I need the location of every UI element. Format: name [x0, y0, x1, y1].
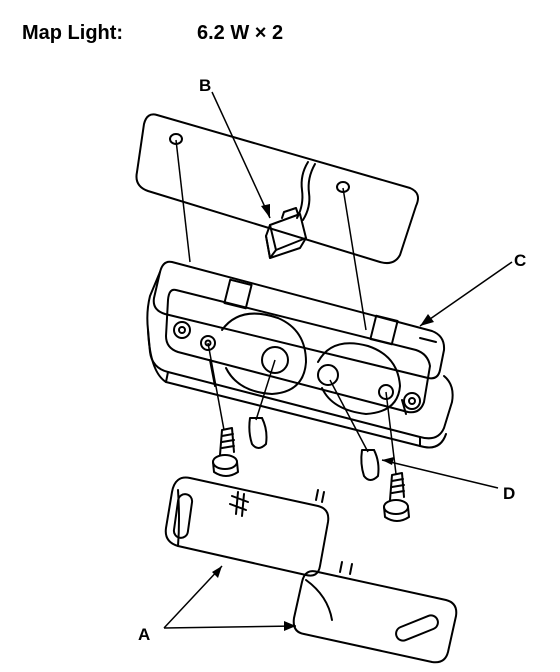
callout-b: B: [199, 76, 211, 95]
reflector-right: [317, 342, 401, 415]
mounting-plate: [135, 113, 419, 265]
assembly-lines: [163, 91, 513, 629]
callout-d: D: [503, 484, 515, 503]
housing-c: [146, 260, 454, 449]
connector-b: [265, 207, 307, 259]
title-label: Map Light:: [22, 22, 124, 44]
lens-a-upper: [164, 476, 330, 577]
callout-c: C: [514, 251, 526, 270]
bulb-d: [360, 449, 380, 481]
leader-arrowheads: [212, 204, 434, 631]
bulb-left: [248, 417, 268, 449]
screw-bosses: [173, 321, 421, 415]
bulb-spec: 6.2 W × 2: [197, 22, 284, 44]
reflector-left: [221, 312, 307, 395]
lens-a-lower: [292, 561, 458, 664]
screw-left: [212, 427, 239, 477]
callout-a: A: [138, 625, 150, 644]
wire-harness: [296, 161, 316, 221]
screw-right: [383, 472, 410, 522]
